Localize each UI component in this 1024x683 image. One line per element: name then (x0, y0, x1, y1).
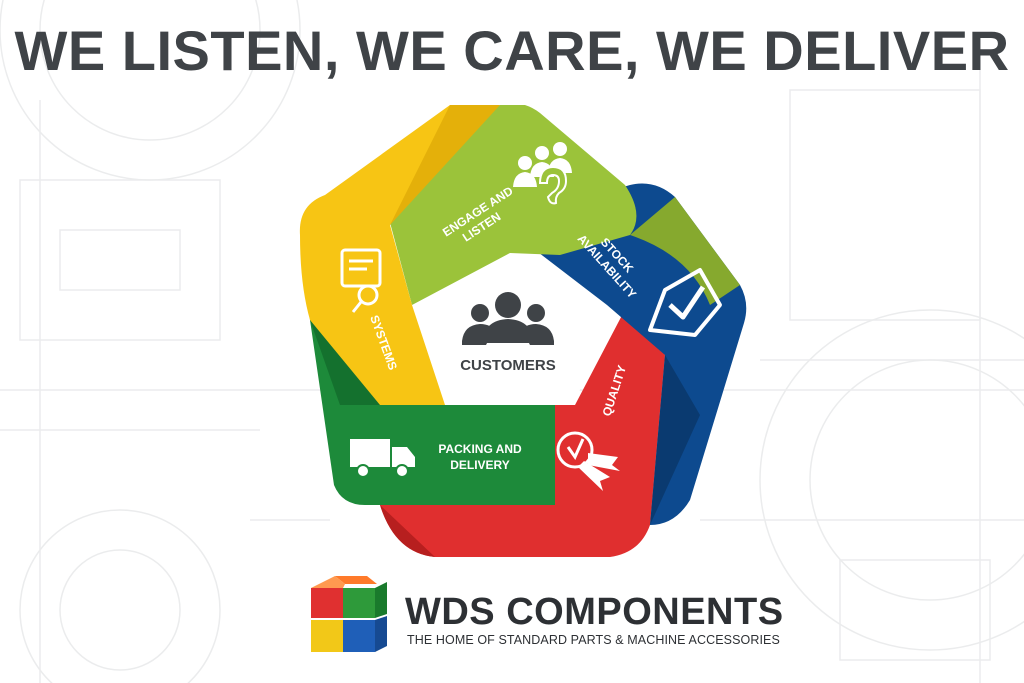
brand-name: WDS COMPONENTS (405, 591, 784, 633)
segment-packing-label-line2: DELIVERY (450, 458, 510, 472)
colored-cube-logo-icon (311, 576, 387, 652)
segment-stock (500, 183, 747, 525)
center-label: CUSTOMERS (460, 357, 556, 374)
checked-box-icon (648, 268, 722, 337)
listening-ear-icon (513, 142, 572, 205)
brand-tagline: THE HOME OF STANDARD PARTS & MACHINE ACC… (407, 633, 780, 647)
customer-service-pentagon-diagram: CUSTOMERS ENGAGE AND LISTEN STOCK AVAILA… (299, 105, 747, 557)
people-group-icon (462, 292, 554, 345)
delivery-truck-icon (350, 439, 415, 478)
segment-systems (299, 105, 500, 405)
headline: WE LISTEN, WE CARE, WE DELIVER (14, 19, 1010, 82)
segment-quality (380, 300, 665, 557)
quality-rosette-icon (556, 431, 620, 491)
segment-packing-label-line1: PACKING AND (438, 442, 522, 456)
brand-logo (311, 576, 387, 652)
magnifier-document-icon (340, 248, 382, 313)
